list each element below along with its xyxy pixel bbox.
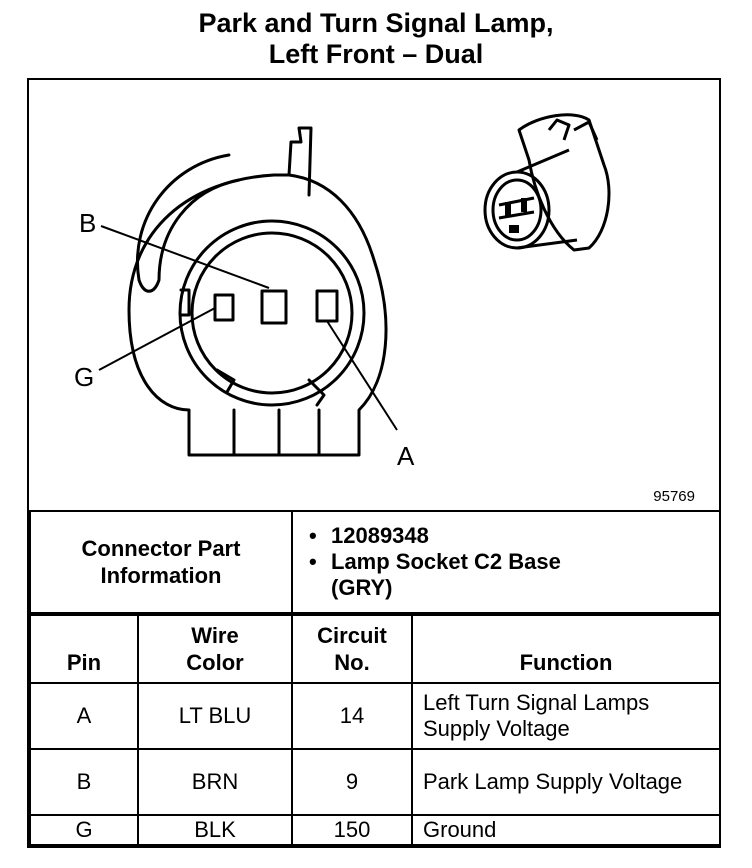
leader-line-a (326, 320, 398, 431)
row-wire-color: BLK (137, 814, 293, 846)
connector-info-label: Connector Part Information (29, 510, 293, 614)
latch-tab (287, 126, 313, 197)
pin-table-header: Pin Wire Color Circuit No. Function (29, 614, 721, 684)
connector-info-values: 12089348 Lamp Socket C2 Base (GRY) (291, 510, 721, 614)
connector-part-number: 12089348 (309, 523, 718, 549)
row-wire-color: LT BLU (137, 682, 293, 750)
table-row: A LT BLU 14 Left Turn Signal Lamps Suppl… (29, 682, 721, 750)
row-function: Left Turn Signal Lamps Supply Voltage (411, 682, 721, 750)
leader-line-g (98, 307, 216, 371)
side-clip (136, 153, 241, 293)
row-function: Ground (411, 814, 721, 846)
key-notch-right (307, 378, 326, 407)
page-title: Park and Turn Signal Lamp, Left Front – … (0, 8, 752, 70)
pin-label-b: B (79, 208, 96, 238)
connector-info-table: Connector Part Information 12089348 Lamp… (29, 510, 721, 614)
row-pin: G (29, 814, 139, 846)
terminal-g (213, 293, 235, 322)
header-wire-color: Wire Color (137, 614, 293, 684)
inner-socket-face (190, 231, 354, 395)
table-row: B BRN 9 Park Lamp Supply Voltage (29, 748, 721, 816)
terminal-b (260, 289, 288, 325)
header-function: Function (411, 614, 721, 684)
connector-housing (127, 173, 388, 457)
row-circuit: 14 (291, 682, 413, 750)
key-notch-bottom (215, 368, 236, 394)
pin-label-a: A (397, 441, 415, 471)
row-circuit: 9 (291, 748, 413, 816)
connector-diagram: B G A (74, 113, 611, 471)
row-wire-color: BRN (137, 748, 293, 816)
key-notch-left (179, 288, 191, 317)
terminal-a (315, 289, 339, 323)
pin-table: Pin Wire Color Circuit No. Function A LT… (29, 614, 721, 846)
connector-perspective-view (483, 113, 611, 252)
leader-line-b (100, 225, 270, 289)
header-pin: Pin (29, 614, 139, 684)
drawing-number: 95769 (653, 488, 695, 505)
row-circuit: 150 (291, 814, 413, 846)
row-pin: B (29, 748, 139, 816)
title-line-2: Left Front – Dual (268, 39, 484, 69)
connector-socket-type: Lamp Socket C2 Base (GRY) (309, 549, 561, 601)
row-function: Park Lamp Supply Voltage (411, 748, 721, 816)
inner-socket-ring (178, 219, 366, 407)
connector-frame: B G A 95769 Connector Part Information 1… (27, 78, 721, 848)
header-circuit: Circuit No. (291, 614, 413, 684)
title-line-1: Park and Turn Signal Lamp, (198, 8, 554, 38)
pin-label-g: G (74, 362, 94, 392)
table-row: G BLK 150 Ground (29, 814, 721, 846)
row-pin: A (29, 682, 139, 750)
